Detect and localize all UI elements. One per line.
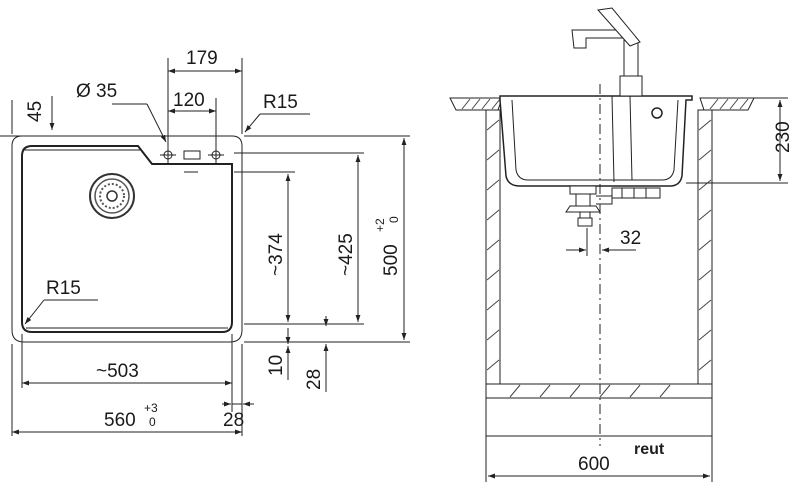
dim-560-tol-lower: 0 [149, 415, 156, 429]
sink-section-view: 230 32 600 reut [449, 7, 794, 482]
dim-503-label: ~503 [96, 361, 139, 382]
r15-top-leader [244, 113, 261, 133]
cabinet-wall-hatch [486, 119, 712, 371]
dim-r15-top-label: R15 [263, 92, 298, 113]
cabinet-right-wall [697, 109, 713, 399]
dim-600-label: 600 [578, 454, 610, 475]
cabinet-bottom-shelf [485, 383, 713, 399]
brand-logo: reut [634, 441, 665, 458]
dia35-leader [146, 103, 167, 143]
dim-374-label: ~374 [266, 233, 287, 276]
r15-bottom-leader [24, 299, 45, 325]
faucet [571, 7, 643, 97]
dim-560-tol-upper: +3 [144, 401, 158, 415]
worktop-right-hatch [709, 98, 749, 110]
dim-32-label: 32 [620, 228, 641, 249]
dim-dia35-label: Ø 35 [76, 81, 117, 102]
sink-outer-rim [11, 135, 243, 343]
dim-500-tol-lower: 0 [387, 216, 401, 223]
tap-hole-section [651, 107, 663, 119]
overflow-slot [183, 150, 201, 160]
dim-230-label: 230 [773, 121, 794, 153]
dim-10-label: 10 [266, 355, 287, 376]
tap-hole-left [160, 147, 176, 163]
dim-28-horizontal-label: 28 [223, 410, 244, 431]
drain-siphon [565, 185, 661, 227]
cabinet-shelf-hatch [509, 384, 671, 398]
sink-bowl-section [499, 95, 693, 187]
sink-bowl-inner [511, 99, 679, 181]
dim-179-label: 179 [186, 48, 218, 69]
dim-120-label: 120 [173, 90, 205, 111]
dim-r15-bottom-label: R15 [46, 278, 81, 299]
dim-500-tol-upper: +2 [373, 218, 387, 232]
sink-top-view: 45 Ø 35 179 120 R15 ~374 ~425 500 +2 0 1… [0, 48, 410, 436]
bowl-rear-line-2 [629, 95, 633, 181]
tap-hole-right [208, 147, 224, 163]
cabinet-left-wall [485, 109, 501, 399]
dim-500-label: 500 [381, 244, 402, 276]
dim-28-vertical-label: 28 [304, 369, 325, 390]
dim-560-label: 560 [104, 410, 136, 431]
sink-basin [21, 145, 233, 333]
worktop-left-hatch [461, 98, 501, 110]
drain-strainer [89, 173, 135, 219]
bowl-rear-line [611, 95, 615, 183]
dim-45-label: 45 [25, 101, 46, 122]
dim-425-label: ~425 [336, 233, 357, 276]
